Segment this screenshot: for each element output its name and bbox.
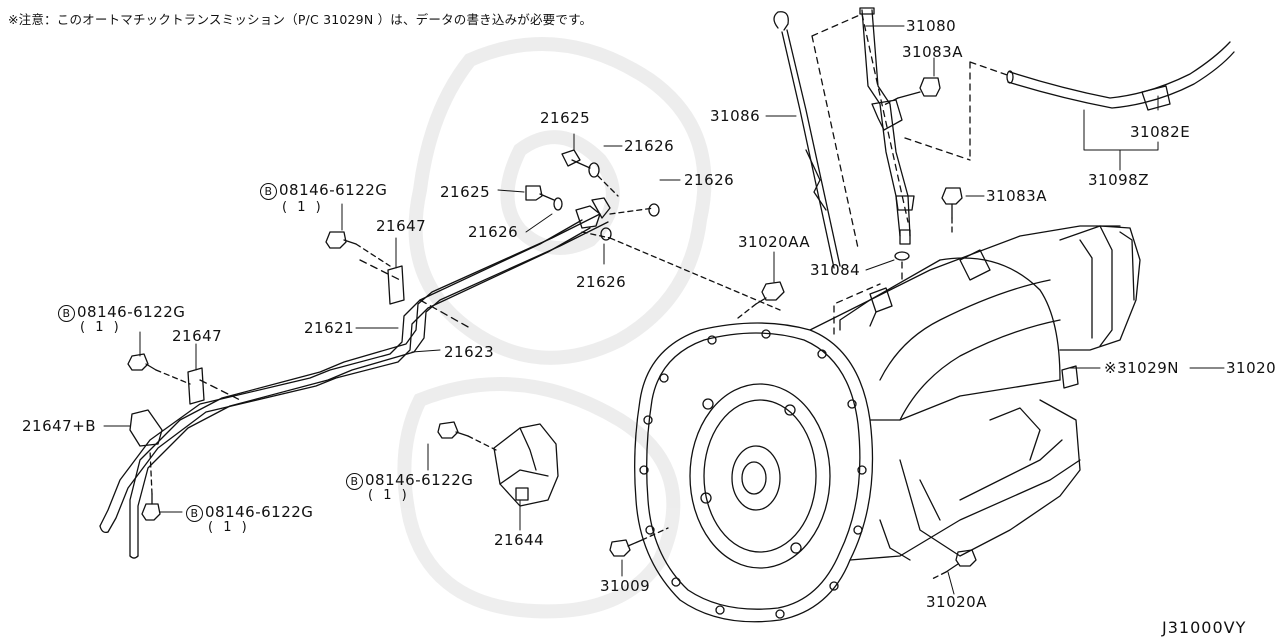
part-label-31083a-mid[interactable]: 31083A [986,187,1047,205]
bolt-31020aa [737,281,785,319]
part-label-31098z[interactable]: 31098Z [1088,171,1149,189]
part-label-31029n[interactable]: ※31029N [1104,359,1180,377]
bolt-part-number: 08146-6122G [279,181,388,199]
part-label-21625-top[interactable]: 21625 [540,109,591,127]
part-label-31020[interactable]: 31020 [1226,359,1277,377]
transmission-note: ※注意：このオートマチックトランスミッション（P/C 31029N ）は、データ… [8,12,593,27]
bolt-part-number: 08146-6122G [365,471,474,489]
part-label-31020a[interactable]: 31020A [926,593,987,611]
transmission-frame [833,261,903,335]
bolt-31009 [609,527,669,557]
bolt-marker-icon: B [346,473,363,490]
o-ring-31084 [894,251,910,261]
part-label-31080[interactable]: 31080 [906,17,957,35]
part-label-21625-mid[interactable]: 21625 [440,183,491,201]
bracket-21647-upper [387,265,405,305]
part-label-21644[interactable]: 21644 [494,531,545,549]
part-label-21626-b[interactable]: 21626 [684,171,735,189]
bracket-21647-lower [187,367,205,405]
cover-21644 [493,423,559,507]
part-label-21621[interactable]: 21621 [304,319,355,337]
part-label-31083a-top[interactable]: 31083A [902,43,963,61]
dipstick [773,11,841,269]
dipstick-frame [811,13,909,249]
bolt-quantity: ( 1 ) [208,520,250,535]
part-label-31020aa[interactable]: 31020AA [738,233,811,251]
fitting-leaders [581,175,781,311]
bolt-part-number: 08146-6122G [205,503,314,521]
bolt-marker-icon: B [58,305,75,322]
watermark [397,37,712,619]
breather-hose [1006,41,1235,111]
bolt-marker-icon: B [260,183,277,200]
clip-21647b [129,409,163,447]
bolt-08146-left [127,353,191,385]
diagram-code: J31000VY [1162,618,1247,637]
part-label-21626-a[interactable]: 21626 [624,137,675,155]
part-label-21626-d[interactable]: 21626 [576,273,627,291]
cooler-pipes [99,213,609,559]
part-label-31009[interactable]: 31009 [600,577,651,595]
bolt-quantity: ( 1 ) [282,200,324,215]
bolt-quantity: ( 1 ) [368,488,410,503]
bolt-31083a-mid [941,187,963,237]
part-label-21623[interactable]: 21623 [444,343,495,361]
part-label-21626-c[interactable]: 21626 [468,223,519,241]
filler-tube [859,7,915,245]
part-label-31084[interactable]: 31084 [810,261,861,279]
part-label-21647-upper[interactable]: 21647 [376,217,427,235]
bolt-31020a [929,549,977,581]
leader-lines [103,25,1225,595]
bolt-marker-icon: B [186,505,203,522]
banjo-fittings [525,149,660,241]
transmission-assembly [634,225,1141,623]
part-label-31086[interactable]: 31086 [710,107,761,125]
bolt-08146-upper [325,231,391,267]
bolt-part-number: 08146-6122G [77,303,186,321]
bolt-31083a-top [881,77,941,107]
part-label-21647b[interactable]: 21647+B [22,417,97,435]
part-label-31082e[interactable]: 31082E [1130,123,1191,141]
bolt-08146-mid [437,421,497,451]
part-label-21647-lower[interactable]: 21647 [172,327,223,345]
hose-frame [904,61,1011,161]
bolt-08146-lower [141,449,161,521]
pipe-centerline [199,259,471,401]
bolt-quantity: ( 1 ) [80,320,122,335]
